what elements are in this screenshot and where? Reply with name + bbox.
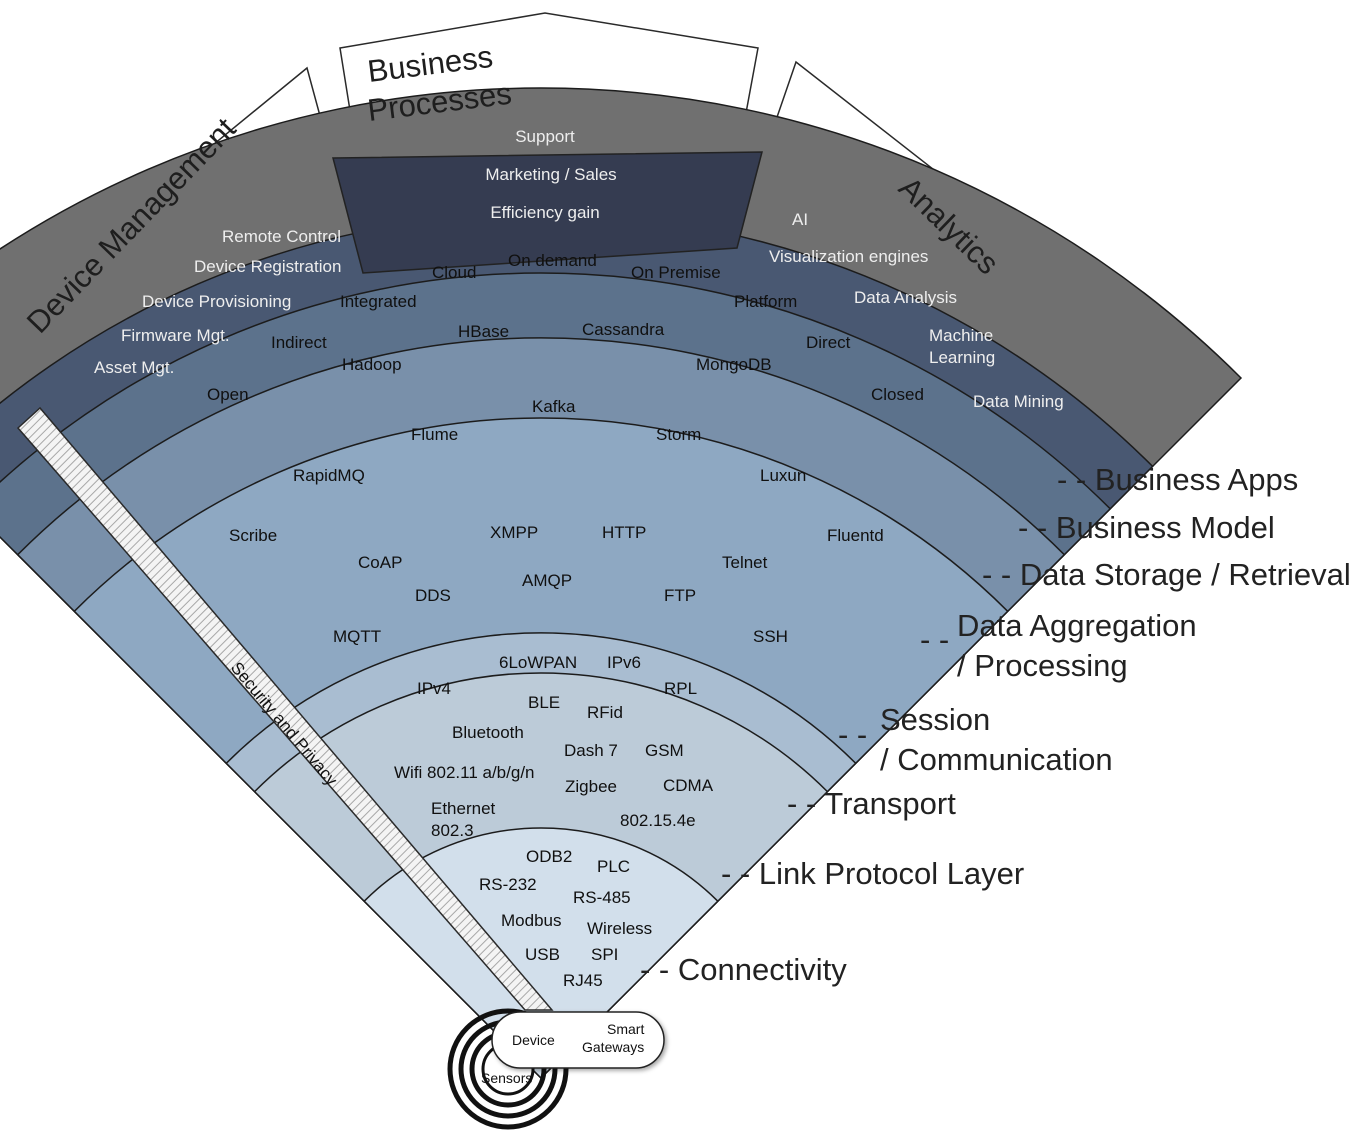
- lp-item-rfid: RFid: [587, 703, 623, 722]
- cn-item-rs232: RS-232: [479, 875, 537, 894]
- ss-item-ftp: FTP: [664, 586, 696, 605]
- lp-item-ble: BLE: [528, 693, 560, 712]
- lp-item-ethernet: Ethernet: [431, 799, 496, 818]
- lp-item-cdma: CDMA: [663, 776, 714, 795]
- ss-item-telnet: Telnet: [722, 553, 768, 572]
- layer-label-data-aggregation-2: / Processing: [957, 648, 1128, 683]
- an-item-data-analysis: Data Analysis: [854, 288, 957, 307]
- ds-item-hadoop: Hadoop: [342, 355, 402, 374]
- base-sensors-label: Sensors: [481, 1070, 532, 1086]
- ds-item-hbase: HBase: [458, 322, 509, 341]
- da-item-fluentd: Fluentd: [827, 526, 884, 545]
- cn-item-rj45: RJ45: [563, 971, 603, 990]
- layer-rings: [0, 87, 1243, 1080]
- layer-label-session-2: / Communication: [880, 742, 1113, 777]
- bm-item-integrated: Integrated: [340, 292, 417, 311]
- da-item-scribe: Scribe: [229, 526, 277, 545]
- bp-item-marketing-sales: Marketing / Sales: [485, 165, 616, 184]
- ds-item-mongodb: MongoDB: [696, 355, 772, 374]
- lp-item-802154e: 802.15.4e: [620, 811, 696, 830]
- layer-label-business-apps: - - Business Apps: [1057, 462, 1298, 497]
- ss-item-mqtt: MQTT: [333, 627, 381, 646]
- cn-item-odb2: ODB2: [526, 847, 572, 866]
- cn-item-rs485: RS-485: [573, 888, 631, 907]
- bm-item-direct: Direct: [806, 333, 851, 352]
- bm-item-on-demand: On demand: [508, 251, 597, 270]
- bp-item-efficiency: Efficiency gain: [490, 203, 599, 222]
- cn-item-plc: PLC: [597, 857, 630, 876]
- lp-item-zigbee: Zigbee: [565, 777, 617, 796]
- ss-item-xmpp: XMPP: [490, 523, 538, 542]
- ss-item-coap: CoAP: [358, 553, 402, 572]
- lp-item-wifi: Wifi 802.11 a/b/g/n: [394, 763, 535, 782]
- ss-item-amqp: AMQP: [522, 571, 572, 590]
- layer-label-transport: - - Transport: [787, 786, 956, 821]
- ss-item-dds: DDS: [415, 586, 451, 605]
- ss-item-http: HTTP: [602, 523, 646, 542]
- an-item-data-mining: Data Mining: [973, 392, 1064, 411]
- lp-item-dash7: Dash 7: [564, 741, 618, 760]
- dm-item-asset-mgt: Asset Mgt.: [94, 358, 174, 377]
- bm-item-indirect: Indirect: [271, 333, 327, 352]
- device-gateway-pill: [491, 1011, 665, 1069]
- dm-item-device-provisioning: Device Provisioning: [142, 292, 291, 311]
- layer-label-data-aggregation-1: Data Aggregation: [957, 608, 1197, 643]
- base-group: Device Smart Gateways Sensors: [447, 1008, 665, 1130]
- da-item-rapidmq: RapidMQ: [293, 466, 365, 485]
- cn-item-usb: USB: [525, 945, 560, 964]
- base-gateway-label-1: Smart: [607, 1021, 644, 1037]
- da-item-storm: Storm: [656, 425, 701, 444]
- da-item-flume: Flume: [411, 425, 458, 444]
- tr-item-ipv6: IPv6: [607, 653, 641, 672]
- lp-item-8023: 802.3: [431, 821, 474, 840]
- bp-item-support: Support: [515, 127, 575, 146]
- an-item-ai: AI: [792, 210, 808, 229]
- bm-item-platform: Platform: [734, 292, 797, 311]
- ds-item-cassandra: Cassandra: [582, 320, 665, 339]
- bm-item-closed: Closed: [871, 385, 924, 404]
- lp-item-bluetooth: Bluetooth: [452, 723, 524, 742]
- ss-item-ssh: SSH: [753, 627, 788, 646]
- ring-connectivity: [363, 827, 719, 1080]
- dm-item-firmware-mgt: Firmware Mgt.: [121, 326, 230, 345]
- layer-label-data-storage: - - Data Storage / Retrieval: [982, 557, 1351, 592]
- tr-item-rpl: RPL: [664, 679, 697, 698]
- layer-label-business-model: - - Business Model: [1018, 510, 1275, 545]
- cn-item-modbus: Modbus: [501, 911, 561, 930]
- security-band: [16, 406, 554, 1011]
- dm-item-remote-control: Remote Control: [222, 227, 341, 246]
- an-item-learning: Learning: [929, 348, 995, 367]
- bm-item-open: Open: [207, 385, 249, 404]
- cn-item-spi: SPI: [591, 945, 618, 964]
- tr-item-6lowpan: 6LoWPAN: [499, 653, 577, 672]
- bm-item-cloud: Cloud: [432, 263, 476, 282]
- layer-label-data-aggregation-dash: - -: [920, 622, 949, 657]
- layer-label-session-1: Session: [880, 702, 990, 737]
- layer-label-session-dash: - -: [838, 717, 867, 752]
- base-gateway-label-2: Gateways: [582, 1039, 644, 1055]
- bm-item-on-premise: On Premise: [631, 263, 721, 282]
- dm-item-device-registration: Device Registration: [194, 257, 341, 276]
- da-item-kafka: Kafka: [532, 397, 576, 416]
- tr-item-ipv4: IPv4: [417, 679, 451, 698]
- sensor-ring-outer: [447, 1008, 569, 1130]
- layer-label-connectivity: - - Connectivity: [640, 952, 847, 987]
- layer-label-link-protocol: - - Link Protocol Layer: [721, 856, 1024, 891]
- base-device-label: Device: [512, 1032, 555, 1048]
- da-item-luxun: Luxun: [760, 466, 806, 485]
- lp-item-gsm: GSM: [645, 741, 684, 760]
- an-item-visualization: Visualization engines: [769, 247, 928, 266]
- an-item-machine: Machine: [929, 326, 993, 345]
- business-processes-sector: [332, 151, 763, 274]
- cn-item-wireless: Wireless: [587, 919, 652, 938]
